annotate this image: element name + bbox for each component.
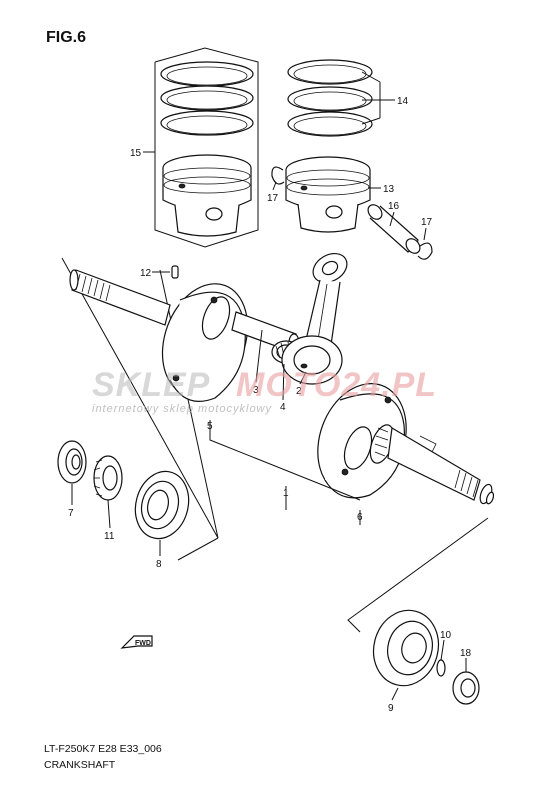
svg-text:internetowy sklep motocyklowy: internetowy sklep motocyklowy [92,403,273,415]
callout-9: 9 [388,703,394,714]
bearing-right-large [372,609,440,687]
piston-pin-circlip-left [271,166,285,185]
figure-title: FIG.6 [46,29,86,46]
woodruff-key [171,265,179,279]
callout-numbers: 15 14 13 16 17 17 12 3 4 2 5 1 6 7 11 8 … [68,96,472,714]
model-code: LT-F250K7 E28 E33_006 [44,743,162,755]
piston-left [162,154,252,237]
callout-8: 8 [156,559,162,570]
callout-15: 15 [130,148,142,159]
svg-text:SKLEP: SKLEP [92,366,210,404]
piston-pin-circlip-right [417,242,433,260]
callout-17-right: 17 [421,217,433,228]
callout-1: 1 [283,488,289,499]
callout-12: 12 [140,268,152,279]
svg-text:MOTO24.PL: MOTO24.PL [236,366,437,404]
callout-11: 11 [104,531,115,542]
piston-rings-right [287,59,373,137]
callout-7: 7 [68,508,74,519]
callout-16: 16 [388,201,400,212]
bearing-left-small [57,440,87,484]
callout-5: 5 [207,421,213,432]
piston-right [285,156,371,233]
callout-4: 4 [280,402,286,413]
callout-17-left: 17 [267,193,279,204]
connecting-rod [281,252,348,385]
watermark-logo: SKLEP MOTO24.PL internetowy sklep motocy… [92,366,437,415]
callout-3: 3 [253,385,259,396]
callout-18: 18 [460,648,472,659]
piston-assembly-group [154,47,259,248]
piston-rings-left [160,61,254,136]
forward-direction-icon: FWD [120,635,153,649]
callout-6: 6 [357,512,363,523]
oil-seal [452,671,480,705]
bearing-left-large [134,470,190,540]
piston-pin [367,204,421,254]
callout-14: 14 [397,96,409,107]
crankshaft-right-half [317,383,495,505]
callout-10: 10 [440,630,452,641]
svg-text:FWD: FWD [135,640,151,647]
crankshaft-shim [436,659,446,677]
callout-2: 2 [296,386,302,397]
crank-timing-gear [93,455,123,501]
leader-lines [71,71,489,701]
section-name: CRANKSHAFT [44,759,116,771]
callout-13: 13 [383,184,395,195]
